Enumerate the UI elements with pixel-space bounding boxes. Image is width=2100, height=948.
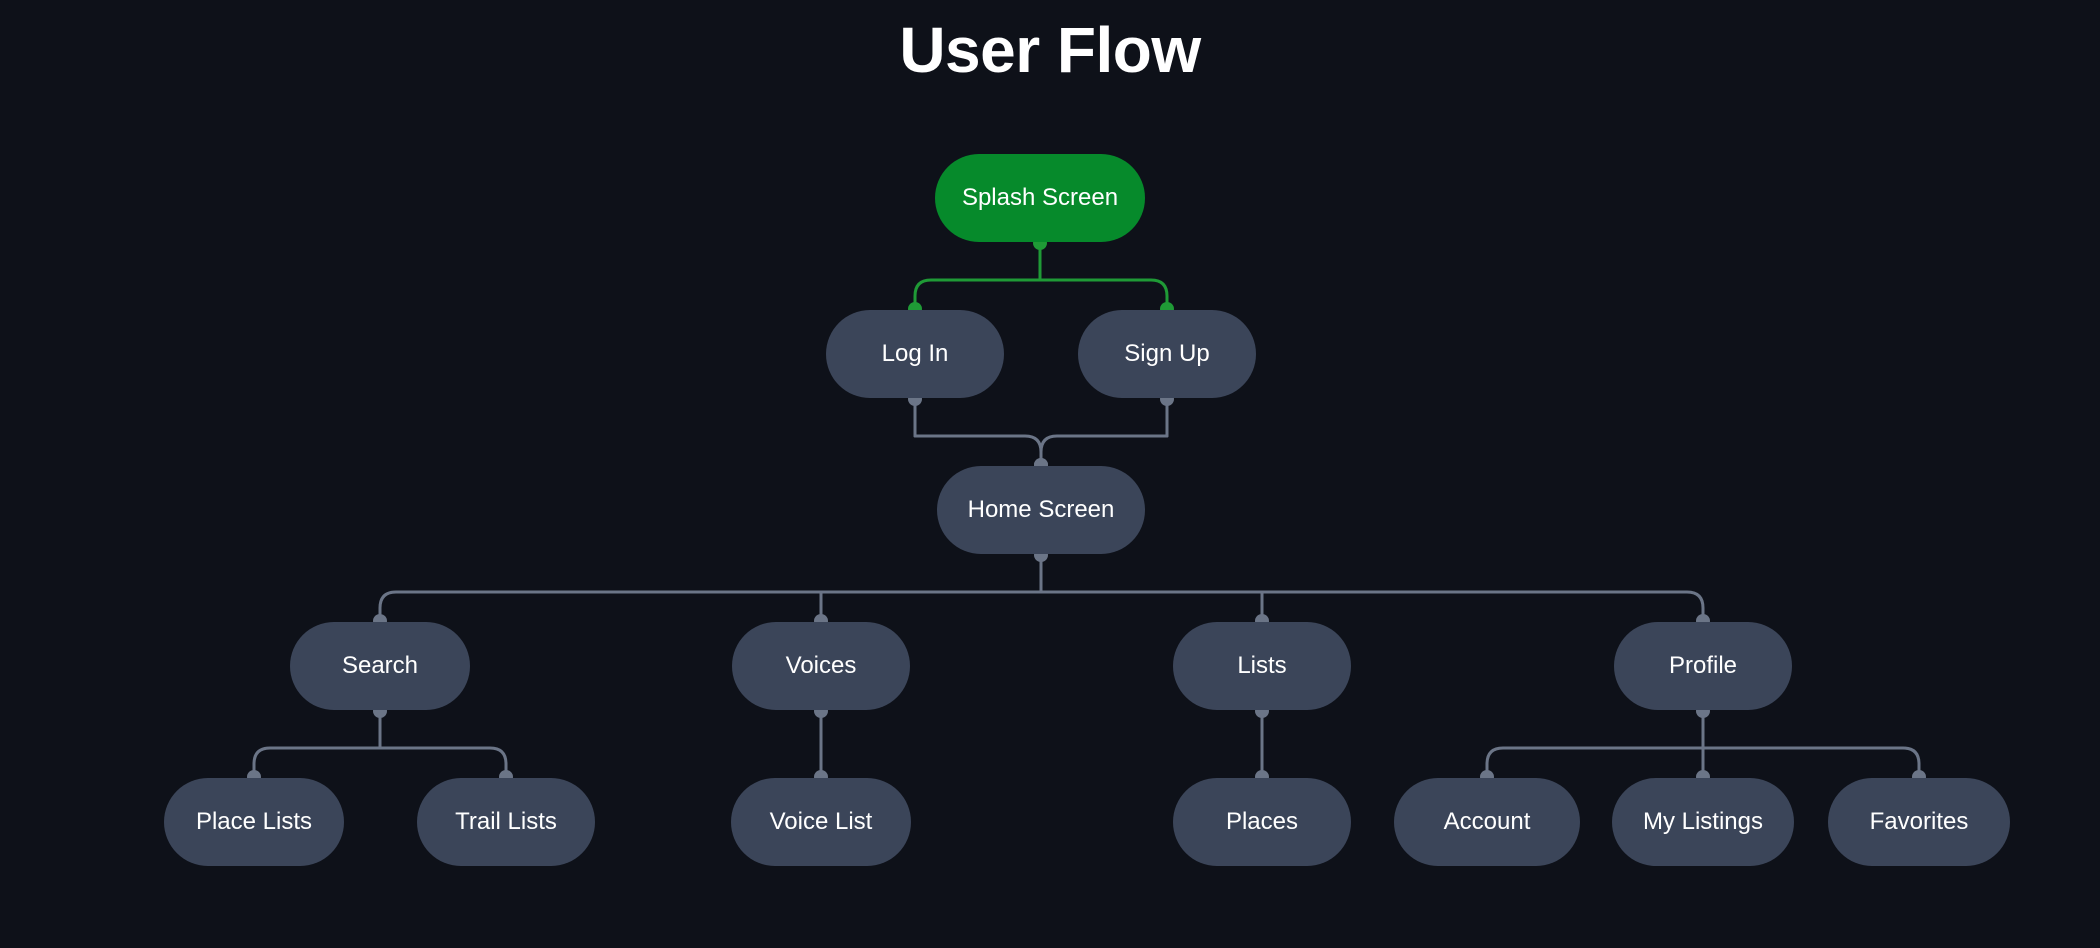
flow-node-profile[interactable]: Profile bbox=[1614, 622, 1792, 710]
flow-node-places[interactable]: Places bbox=[1173, 778, 1351, 866]
flow-node-label: Home Screen bbox=[967, 496, 1115, 523]
flow-node-label: Splash Screen bbox=[961, 184, 1119, 211]
flow-node-lists[interactable]: Lists bbox=[1173, 622, 1351, 710]
flow-node-login[interactable]: Log In bbox=[826, 310, 1004, 398]
flow-node-label: Favorites bbox=[1869, 808, 1969, 835]
flow-node-voicelist[interactable]: Voice List bbox=[731, 778, 911, 866]
flow-connector bbox=[913, 278, 1169, 312]
flow-node-label: Trail Lists bbox=[455, 808, 557, 835]
flow-node-label: Voices bbox=[785, 652, 857, 679]
flow-node-signup[interactable]: Sign Up bbox=[1078, 310, 1256, 398]
flow-node-account[interactable]: Account bbox=[1394, 778, 1580, 866]
page-title: User Flow bbox=[899, 14, 1201, 86]
flow-node-favorites[interactable]: Favorites bbox=[1828, 778, 2010, 866]
flow-node-label: Places bbox=[1225, 808, 1299, 835]
flow-node-label: Profile bbox=[1668, 652, 1738, 679]
flow-connector bbox=[1039, 434, 1169, 468]
flow-node-home[interactable]: Home Screen bbox=[937, 466, 1145, 554]
flow-node-search[interactable]: Search bbox=[290, 622, 470, 710]
flow-node-label: Place Lists bbox=[195, 808, 313, 835]
flow-node-label: Account bbox=[1443, 808, 1531, 835]
flow-connector bbox=[252, 746, 508, 780]
flow-node-splash[interactable]: Splash Screen bbox=[935, 154, 1145, 242]
flow-connector bbox=[1485, 746, 1921, 780]
flow-node-label: Lists bbox=[1237, 652, 1287, 679]
flow-node-label: Log In bbox=[881, 340, 949, 367]
flow-node-label: Search bbox=[341, 652, 419, 679]
flow-node-label: Sign Up bbox=[1124, 340, 1210, 367]
flow-node-traillists[interactable]: Trail Lists bbox=[417, 778, 595, 866]
flow-node-voices[interactable]: Voices bbox=[732, 622, 910, 710]
flow-node-mylistings[interactable]: My Listings bbox=[1612, 778, 1794, 866]
flow-connector bbox=[378, 590, 1705, 624]
flow-node-label: Voice List bbox=[769, 808, 873, 835]
flow-connector bbox=[913, 434, 1043, 468]
flow-node-label: My Listings bbox=[1642, 808, 1764, 835]
flow-node-placelists[interactable]: Place Lists bbox=[164, 778, 344, 866]
